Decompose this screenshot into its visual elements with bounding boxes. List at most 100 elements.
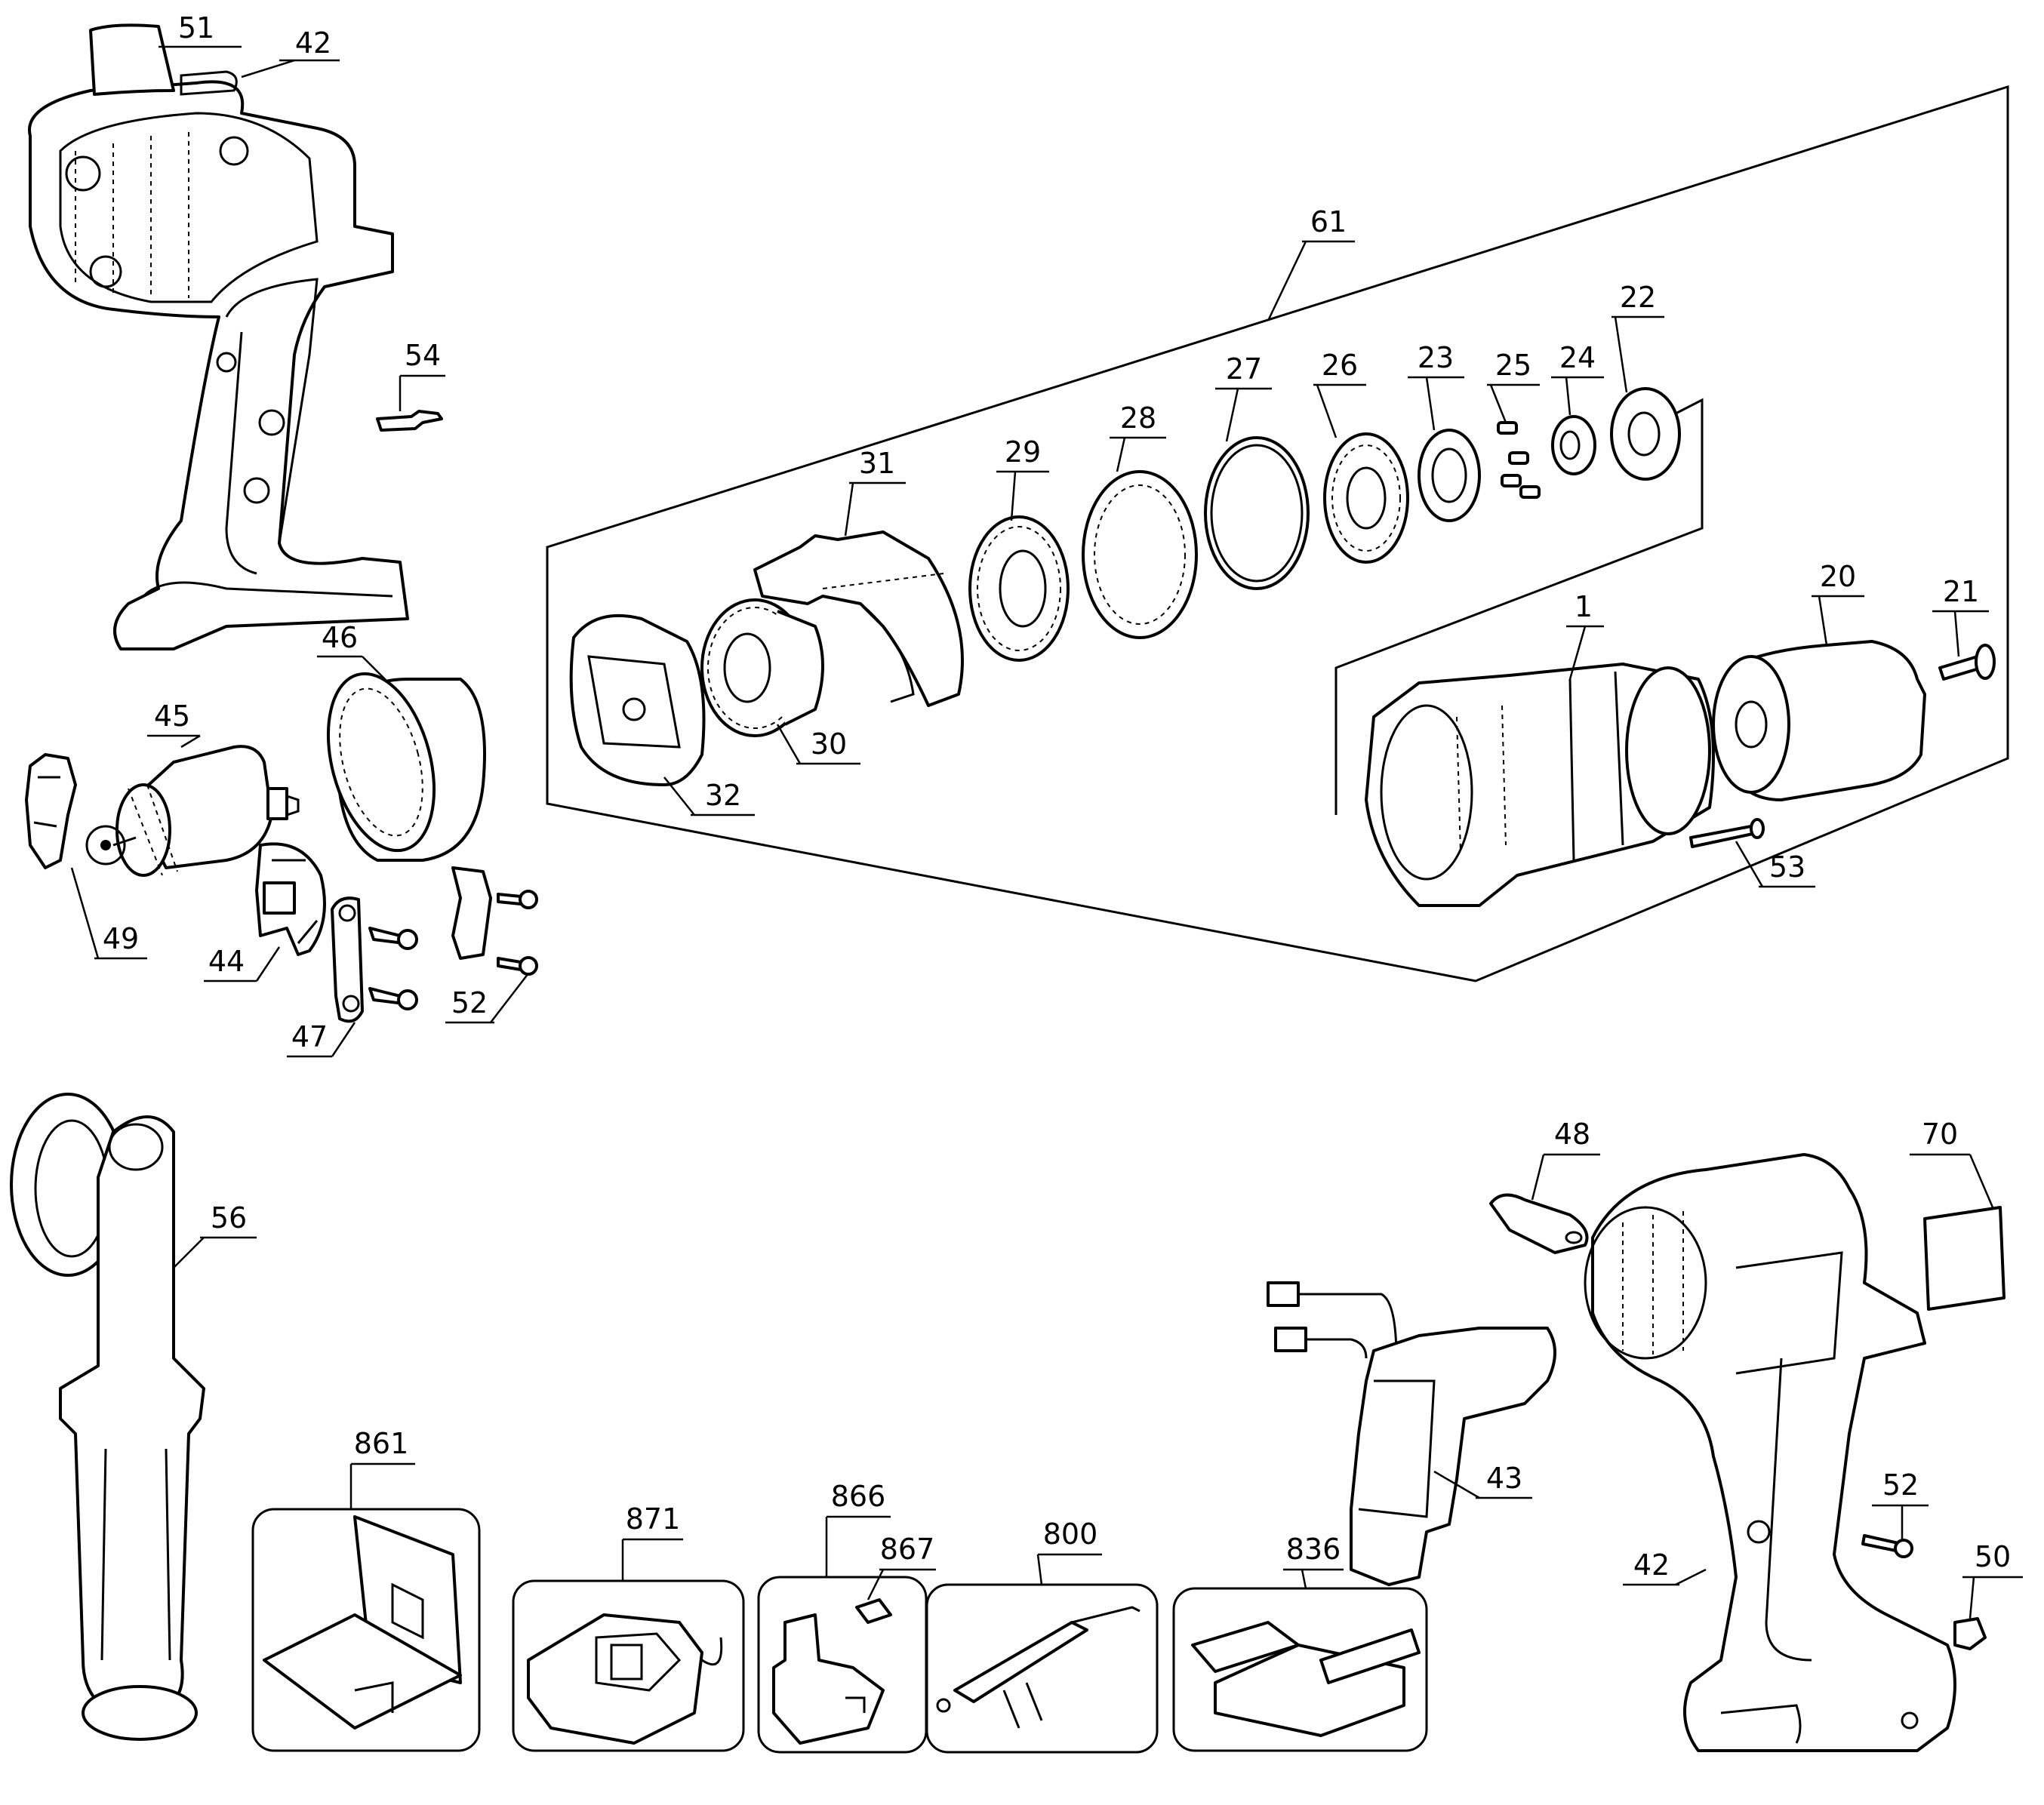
- callout-53: 53: [1735, 841, 1815, 888]
- callout-label-20: 20: [1820, 560, 1856, 593]
- part-clamp-47: [331, 896, 418, 1023]
- callout-label-26: 26: [1322, 349, 1358, 382]
- callout-51: 51: [159, 11, 242, 48]
- callout-45: 45: [147, 700, 201, 749]
- part-charger-871: [512, 1579, 745, 1752]
- callout-label-70: 70: [1922, 1118, 1958, 1151]
- callout-43: 43: [1433, 1462, 1532, 1499]
- callout-label-51: 51: [178, 11, 214, 45]
- part-label-70: [1923, 1206, 2006, 1311]
- callout-29: 29: [996, 435, 1049, 521]
- part-armature-45: [85, 745, 300, 877]
- callout-label-46: 46: [322, 621, 358, 654]
- part-caulk-gun-800: [925, 1583, 1159, 1754]
- part-gear-housing-1: [1365, 663, 1715, 907]
- callout-label-42-top: 42: [295, 26, 331, 60]
- part-screw-52-bottom: [1861, 1534, 1913, 1558]
- callout-861: 861: [349, 1427, 415, 1509]
- part-nut-24: [1551, 415, 1596, 475]
- callout-label-800: 800: [1043, 1517, 1098, 1551]
- part-spring-54: [376, 410, 443, 432]
- callout-label-54: 54: [405, 339, 441, 372]
- part-fan-baffle-49: [25, 753, 77, 869]
- callout-label-52-bottom: 52: [1882, 1468, 1919, 1502]
- callout-label-836: 836: [1286, 1533, 1341, 1566]
- callout-56: 56: [173, 1201, 257, 1268]
- callout-49: 49: [70, 867, 147, 960]
- callout-32: 32: [663, 776, 755, 816]
- part-screw-53: [1689, 818, 1765, 848]
- callout-44: 44: [204, 945, 281, 982]
- part-shifter-31: [753, 530, 964, 707]
- callout-867: 867: [867, 1533, 936, 1601]
- callout-26: 26: [1313, 349, 1366, 438]
- callout-label-25: 25: [1495, 349, 1531, 382]
- callout-30: 30: [776, 724, 860, 765]
- callout-label-867: 867: [880, 1533, 935, 1566]
- callout-27: 27: [1215, 352, 1272, 442]
- part-gear-30: [700, 598, 824, 737]
- callout-47: 47: [287, 1020, 356, 1058]
- part-kit-box-861: [251, 1508, 481, 1752]
- callout-48: 48: [1531, 1118, 1600, 1201]
- part-housing-half-42-bottom: [1584, 1153, 1956, 1752]
- part-brush-holder-44: [255, 842, 326, 956]
- callout-54: 54: [399, 339, 445, 411]
- callout-label-49: 49: [103, 922, 139, 955]
- callout-label-47: 47: [291, 1020, 328, 1053]
- callout-label-31: 31: [859, 447, 895, 480]
- callout-label-44: 44: [208, 945, 245, 978]
- callout-label-871: 871: [626, 1502, 681, 1536]
- callout-label-23: 23: [1418, 341, 1454, 374]
- callout-label-52-top: 52: [451, 986, 488, 1019]
- part-label-51: [89, 23, 175, 96]
- part-field-46: [326, 672, 486, 862]
- callout-871: 871: [621, 1502, 683, 1581]
- part-chuck-screw-21: [1938, 644, 1996, 681]
- part-chuck-20: [1712, 640, 1926, 801]
- callout-label-29: 29: [1005, 435, 1041, 469]
- part-ring-23: [1418, 429, 1481, 522]
- callout-23: 23: [1408, 341, 1464, 431]
- callout-label-866: 866: [831, 1480, 886, 1513]
- callout-42-top: 42: [241, 26, 340, 78]
- callout-label-28: 28: [1120, 401, 1156, 435]
- part-battery-cap-867: [855, 1598, 892, 1624]
- callout-1: 1: [1566, 590, 1604, 680]
- callout-label-27: 27: [1226, 352, 1262, 386]
- part-switch-43: [1267, 1281, 1556, 1586]
- callout-label-22: 22: [1620, 281, 1656, 314]
- part-o-ring-27: [1204, 436, 1310, 590]
- callout-label-45: 45: [154, 700, 190, 733]
- part-carrier-26: [1323, 432, 1409, 564]
- callout-label-42-bottom: 42: [1633, 1548, 1670, 1582]
- callout-50: 50: [1962, 1540, 2023, 1619]
- callout-label-32: 32: [705, 779, 741, 812]
- callout-label-56: 56: [211, 1201, 247, 1235]
- part-battery-866: [757, 1576, 928, 1754]
- part-planet-carrier-29: [968, 515, 1070, 662]
- callout-label-48: 48: [1554, 1118, 1590, 1151]
- part-pins-25: [1497, 421, 1541, 499]
- callout-21: 21: [1932, 575, 1989, 657]
- callout-836: 836: [1283, 1533, 1344, 1589]
- callout-label-30: 30: [811, 727, 847, 761]
- part-clamp-right: [451, 866, 538, 976]
- part-end-plate-32: [569, 613, 706, 786]
- callout-70: 70: [1910, 1118, 1994, 1208]
- part-reverse-lever-48: [1489, 1193, 1589, 1254]
- callout-label-50: 50: [1975, 1540, 2011, 1573]
- callout-866: 866: [825, 1480, 891, 1577]
- callout-46: 46: [317, 621, 393, 687]
- callout-label-53: 53: [1769, 850, 1805, 884]
- callout-800: 800: [1036, 1517, 1102, 1585]
- callout-31: 31: [844, 447, 906, 537]
- part-washer-22: [1610, 387, 1681, 481]
- callout-label-1: 1: [1575, 590, 1593, 623]
- group-outline-61: [546, 85, 2009, 982]
- part-housing-half-42-top: [28, 70, 409, 650]
- callout-42-bottom: 42: [1623, 1548, 1707, 1586]
- callout-28: 28: [1110, 401, 1166, 472]
- callout-52-bottom: 52: [1872, 1468, 1929, 1539]
